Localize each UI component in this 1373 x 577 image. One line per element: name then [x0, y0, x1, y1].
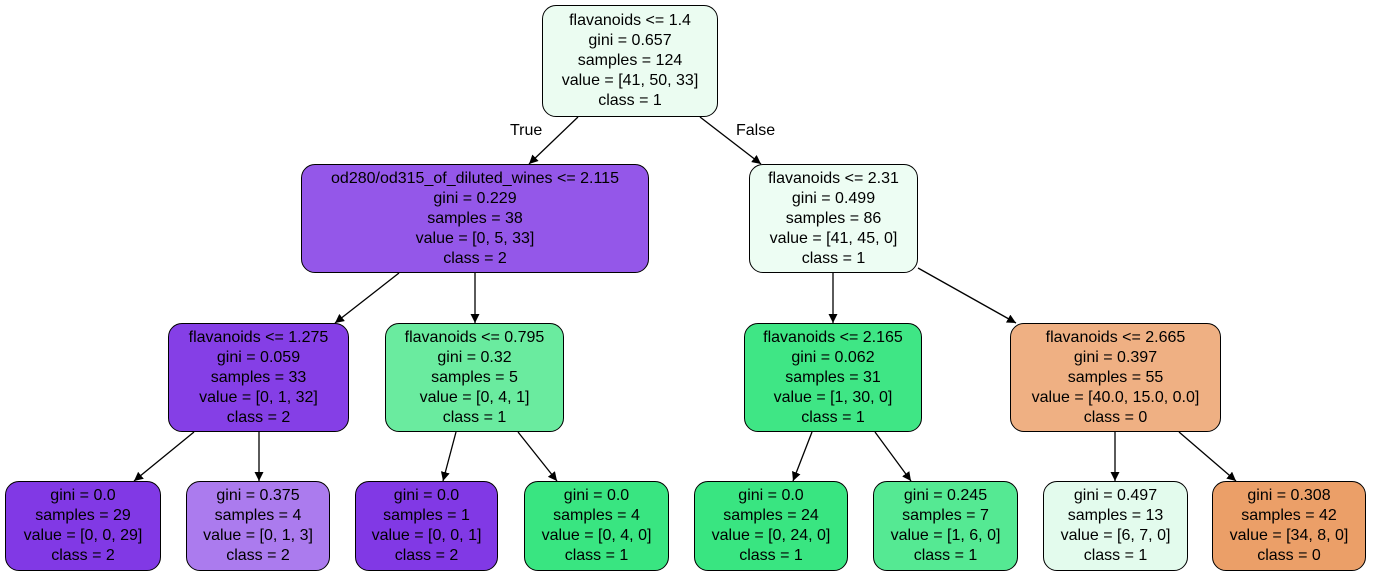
node-text-line: samples = 24 [723, 507, 819, 524]
node-text-line: value = [0, 0, 1] [371, 527, 482, 544]
node-text-line: gini = 0.059 [216, 348, 301, 366]
node-text-line: value = [1, 30, 0] [773, 388, 893, 406]
edge-n5-n11 [792, 431, 813, 482]
node-text-line: class = 1 [801, 249, 866, 267]
node-text-line: gini = 0.229 [433, 189, 517, 207]
node-text-line: flavanoids <= 2.31 [768, 169, 899, 187]
node-text-line: gini = 0.375 [216, 487, 300, 504]
tree-node-n6: flavanoids <= 2.665 gini = 0.397 samples =… [1010, 323, 1221, 432]
node-text-line: value = [0, 4, 1] [419, 388, 530, 406]
node-text-line: class = 1 [1083, 547, 1148, 564]
node-text-line: gini = 0.0 [50, 487, 116, 504]
node-text-line: samples = 13 [1067, 507, 1164, 524]
node-text-line: samples = 1 [383, 507, 470, 524]
node-text-line: class = 1 [739, 547, 803, 564]
node-text-line: samples = 124 [577, 52, 683, 69]
node-text-line: flavanoids <= 1.275 [188, 328, 329, 346]
node-text-line: gini = 0.497 [1073, 487, 1158, 504]
tree-node-n5: flavanoids <= 2.165 gini = 0.062 samples =… [744, 323, 922, 432]
tree-node-n1: od280/od315_of_diluted_wines <= 2.115 gin… [301, 164, 649, 273]
node-text-line: gini = 0.657 [588, 32, 672, 49]
tree-node-n8: gini = 0.375 samples = 4 value = [0, 1, 3]… [186, 481, 330, 571]
tree-node-n4: flavanoids <= 0.795 gini = 0.32 samples = … [385, 323, 564, 432]
node-text-line: samples = 7 [902, 507, 989, 524]
node-text-line: flavanoids <= 2.665 [1045, 328, 1186, 346]
node-text-line: gini = 0.0 [393, 487, 460, 504]
node-text-line: samples = 86 [785, 209, 882, 227]
edge-n3-n7 [133, 431, 195, 482]
node-text-line: value = [6, 7, 0] [1060, 527, 1171, 544]
tree-node-n7: gini = 0.0 samples = 29 value = [0, 0, 29]… [5, 481, 161, 571]
node-text-line: class = 1 [801, 408, 865, 426]
edge-n4-n9 [440, 431, 457, 482]
node-text-line: samples = 5 [431, 368, 518, 386]
node-text-line: value = [0, 4, 0] [541, 527, 652, 544]
node-text-line: class = 0 [1083, 408, 1148, 426]
edge-n0-n2 [699, 116, 762, 165]
node-text-line: value = [41, 50, 33] [561, 72, 699, 89]
node-text-line: value = [0, 5, 33] [415, 229, 535, 247]
node-text-line: class = 1 [598, 92, 662, 109]
node-text-line: value = [40.0, 15.0, 0.0] [1031, 388, 1200, 406]
node-text-line: gini = 0.499 [791, 189, 876, 207]
node-text-line: value = [0, 0, 29] [23, 527, 143, 544]
edge-n2-n6 [917, 267, 1017, 324]
node-text-line: value = [0, 1, 3] [203, 527, 313, 544]
node-text-line: gini = 0.397 [1073, 348, 1158, 366]
node-text-line: class = 2 [226, 408, 291, 426]
node-text-line: samples = 55 [1067, 368, 1164, 386]
node-text-line: class = 2 [443, 249, 507, 267]
node-text-line: gini = 0.32 [437, 348, 512, 366]
node-text-line: flavanoids <= 0.795 [404, 328, 545, 346]
node-text-line: samples = 42 [1241, 507, 1337, 524]
node-text-line: samples = 4 [553, 507, 640, 524]
node-text-line: samples = 31 [785, 368, 881, 386]
true-edge-label: True [510, 122, 543, 139]
edge-n1-n3 [334, 272, 400, 324]
tree-node-n13: gini = 0.497 samples = 13 value = [6, 7, 0… [1043, 481, 1188, 571]
node-text-line: class = 2 [226, 547, 290, 564]
node-text-line: od280/od315_of_diluted_wines <= 2.115 [331, 169, 619, 187]
tree-node-n0: flavanoids <= 1.4 gini = 0.657 samples = 1… [542, 5, 718, 117]
node-text-line: gini = 0.308 [1247, 487, 1331, 504]
node-text-line: value = [0, 24, 0] [711, 527, 831, 544]
node-text-line: samples = 33 [210, 368, 307, 386]
node-text-line: class = 1 [913, 547, 978, 564]
tree-node-n9: gini = 0.0 samples = 1 value = [0, 0, 1] cl… [355, 481, 498, 571]
node-text-line: flavanoids <= 2.165 [763, 328, 903, 346]
node-text-line: class = 1 [442, 408, 507, 426]
node-text-line: samples = 29 [35, 507, 131, 524]
tree-node-n3: flavanoids <= 1.275 gini = 0.059 samples =… [168, 323, 349, 432]
node-text-line: value = [41, 45, 0] [769, 229, 898, 247]
node-text-line: value = [0, 1, 32] [199, 388, 318, 406]
node-text-line: class = 2 [51, 547, 115, 564]
edge-n6-n14 [1178, 431, 1237, 482]
node-text-line: samples = 4 [214, 507, 302, 524]
node-text-line: gini = 0.0 [563, 487, 630, 504]
tree-node-n10: gini = 0.0 samples = 4 value = [0, 4, 0] cl… [524, 481, 669, 571]
edge-n5-n12 [874, 431, 912, 482]
node-text-line: gini = 0.062 [791, 348, 875, 366]
edge-n0-n1 [528, 116, 579, 165]
node-text-line: value = [34, 8, 0] [1229, 527, 1349, 544]
false-edge-label: False [736, 122, 776, 139]
node-text-line: gini = 0.0 [738, 487, 804, 504]
node-text-line: samples = 38 [427, 209, 523, 227]
node-text-line: class = 0 [1257, 547, 1321, 564]
tree-node-n14: gini = 0.308 samples = 42 value = [34, 8, … [1212, 481, 1366, 571]
tree-node-n2: flavanoids <= 2.31 gini = 0.499 samples = … [749, 164, 918, 273]
node-text-line: value = [1, 6, 0] [890, 527, 1001, 544]
edge-n4-n10 [517, 431, 558, 482]
node-text-line: class = 1 [564, 547, 629, 564]
node-text-line: gini = 0.245 [903, 487, 988, 504]
tree-node-n11: gini = 0.0 samples = 24 value = [0, 24, 0]… [694, 481, 848, 571]
tree-node-n12: gini = 0.245 samples = 7 value = [1, 6, 0]… [873, 481, 1018, 571]
node-text-line: flavanoids <= 1.4 [569, 12, 691, 29]
node-text-line: class = 2 [394, 547, 459, 564]
